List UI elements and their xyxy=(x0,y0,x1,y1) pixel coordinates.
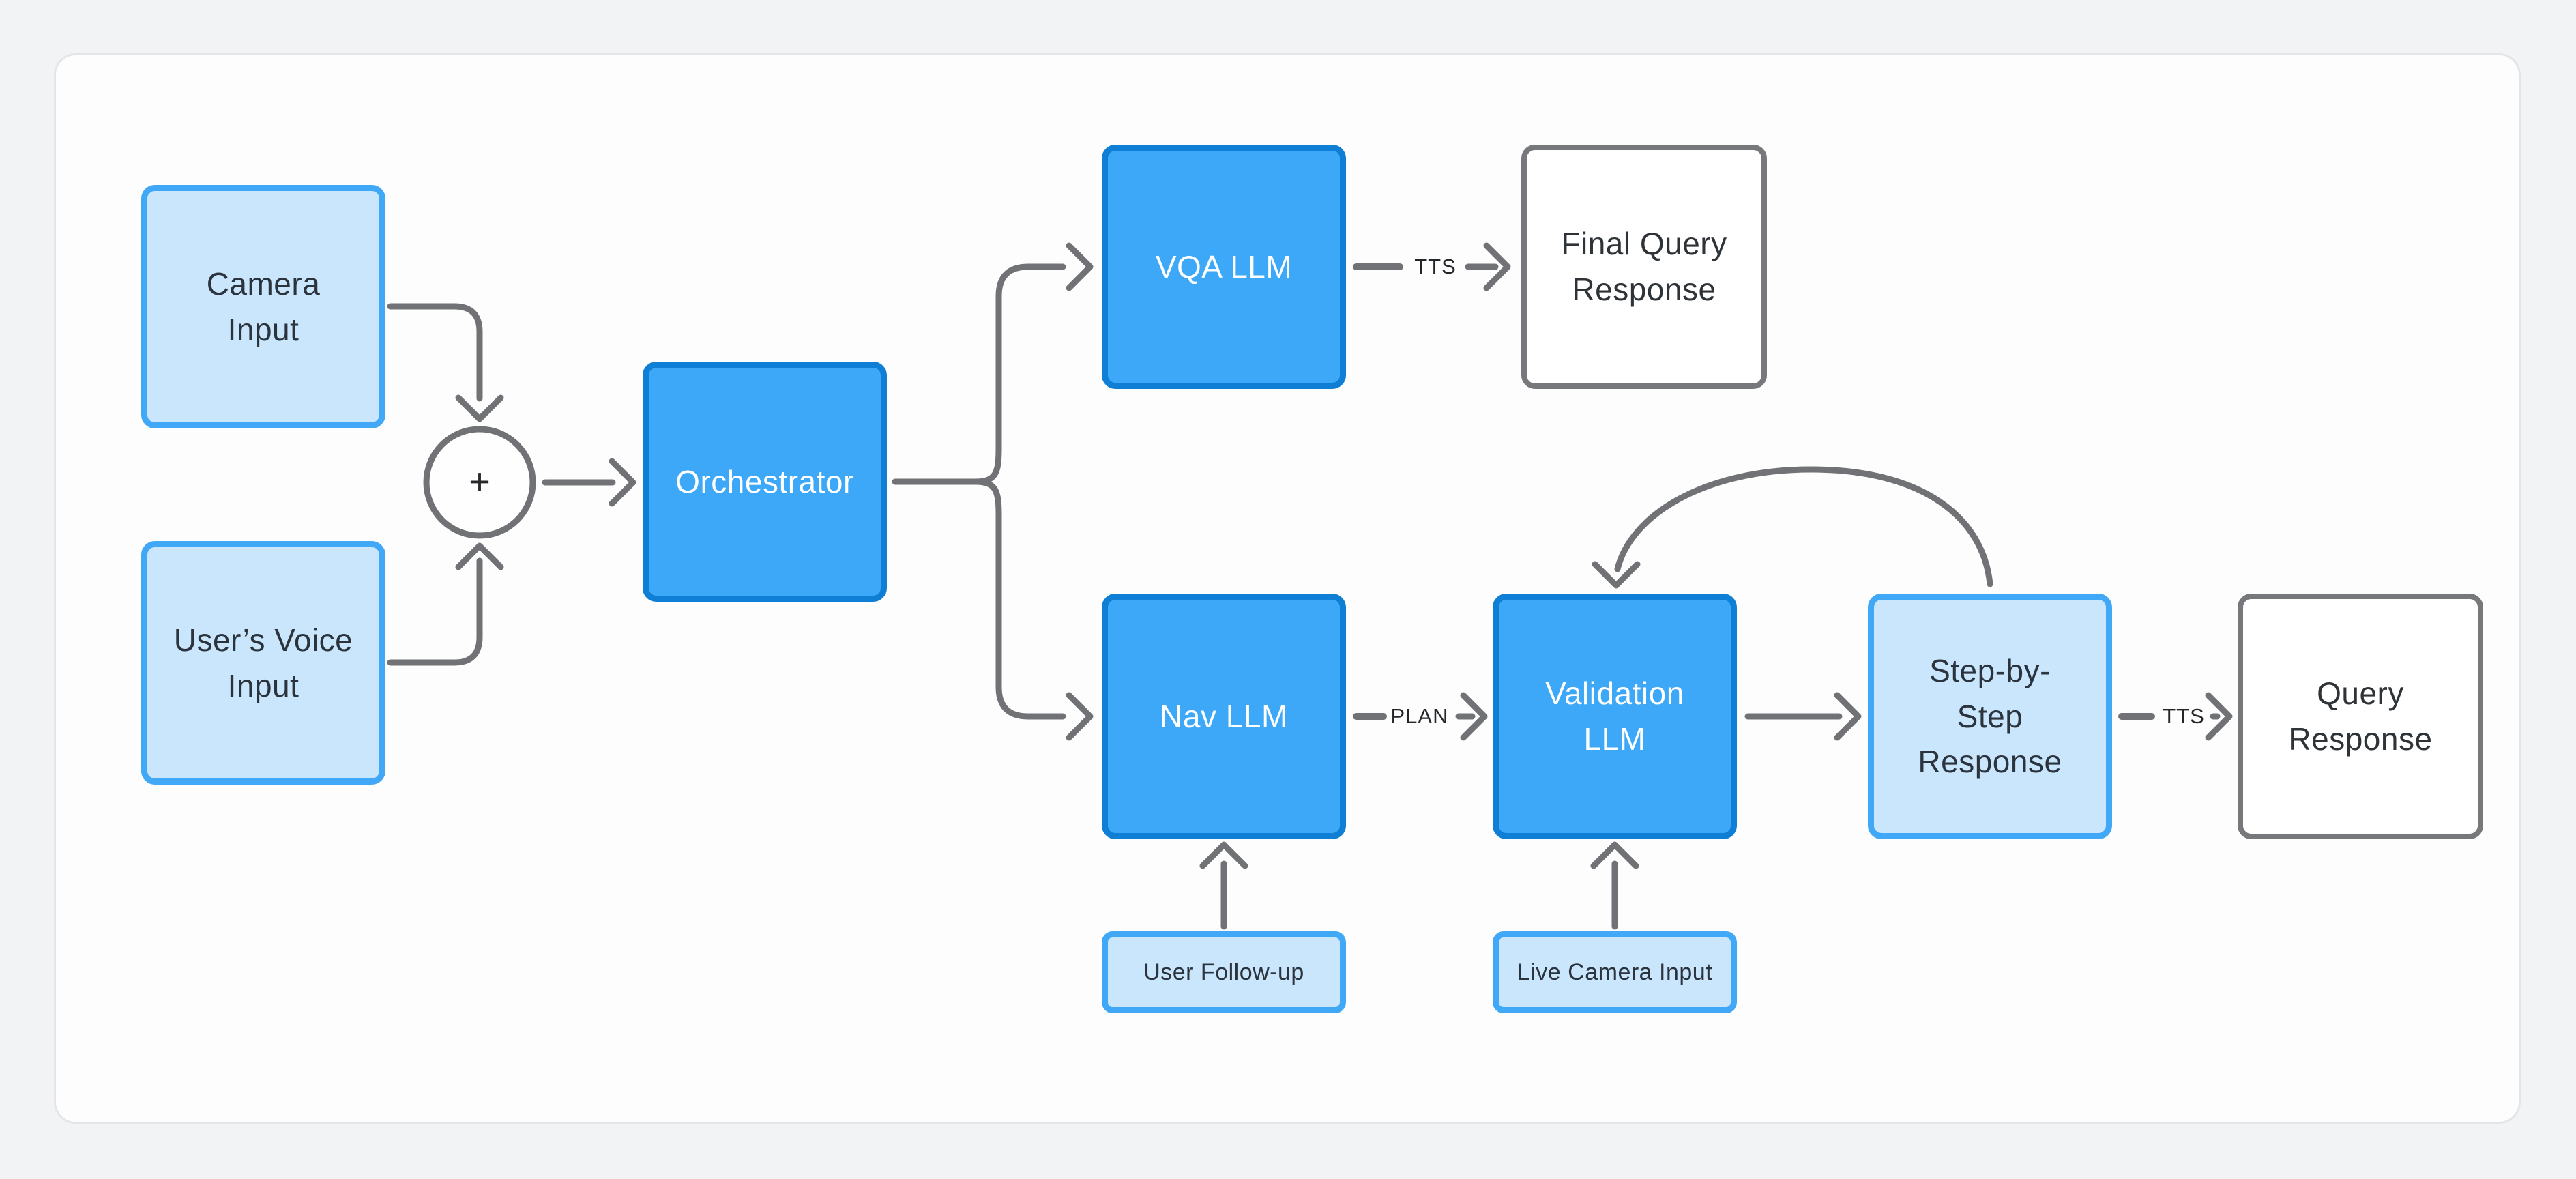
node-camera-input-label: Camera Input xyxy=(206,265,321,347)
node-query-response-label: Query Response xyxy=(2288,675,2433,757)
node-final-query-response: Final Query Response xyxy=(1521,145,1767,389)
node-vqa-llm: VQA LLM xyxy=(1102,145,1346,389)
node-nav-llm-label: Nav LLM xyxy=(1160,698,1288,734)
node-vqa-llm-label: VQA LLM xyxy=(1155,248,1293,285)
node-nav-llm: Nav LLM xyxy=(1102,594,1346,839)
combiner-plus-icon: + xyxy=(469,461,491,502)
node-validation-llm-label: Validation LLM xyxy=(1545,675,1684,757)
node-live-camera-input-label: Live Camera Input xyxy=(1517,959,1713,985)
node-step-by-step-response: Step-by- Step Response xyxy=(1868,594,2112,839)
edge-label-tts-top: TTS xyxy=(1414,254,1457,278)
node-user-followup: User Follow-up xyxy=(1102,931,1346,1013)
node-orchestrator: Orchestrator xyxy=(643,362,887,602)
node-validation-llm: Validation LLM xyxy=(1493,594,1737,839)
node-query-response: Query Response xyxy=(2238,594,2483,839)
node-users-voice-input-label: User’s Voice Input xyxy=(173,622,353,703)
node-camera-input: Camera Input xyxy=(141,185,385,428)
node-final-query-response-label: Final Query Response xyxy=(1561,226,1727,307)
edge-label-plan: PLAN xyxy=(1390,704,1449,728)
node-users-voice-input: User’s Voice Input xyxy=(141,541,385,785)
edge-label-tts-bottom: TTS xyxy=(2163,704,2205,728)
node-orchestrator-label: Orchestrator xyxy=(675,463,854,499)
node-step-by-step-response-label: Step-by- Step Response xyxy=(1918,652,2062,780)
node-live-camera-input: Live Camera Input xyxy=(1493,931,1737,1013)
node-user-followup-label: User Follow-up xyxy=(1143,959,1304,985)
